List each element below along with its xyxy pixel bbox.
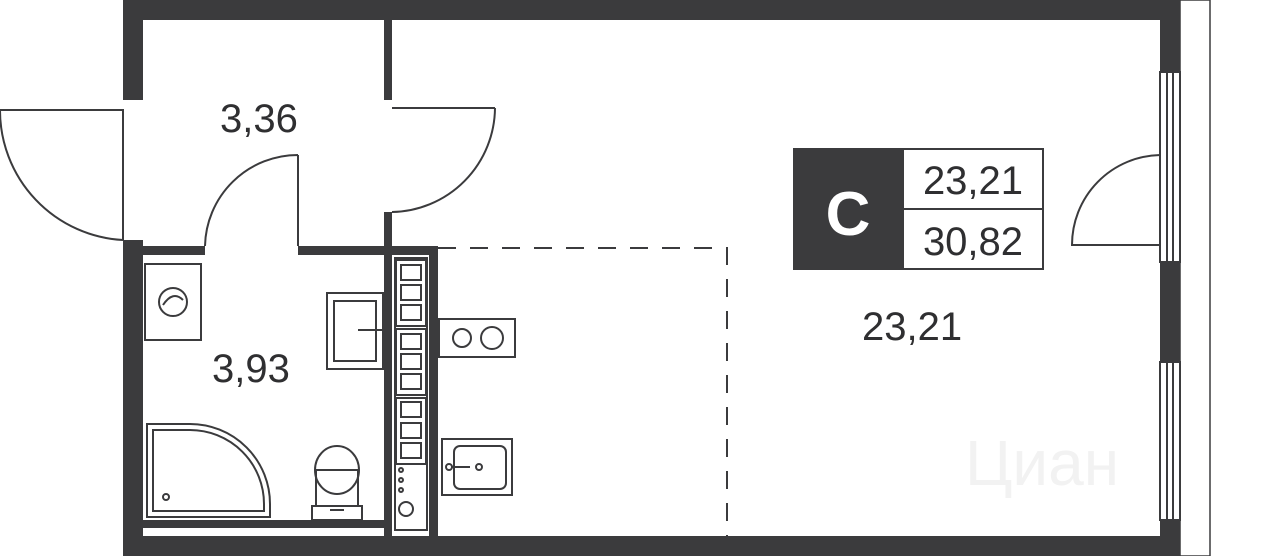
apartment-type-letter: С (826, 180, 871, 249)
apartment-legend: С 23,21 30,82 (793, 148, 1044, 270)
stove-icon (438, 318, 516, 358)
kitchen-sink-icon (441, 438, 513, 496)
watermark: Циан (965, 427, 1119, 499)
legend-living-area: 23,21 (923, 159, 1023, 203)
hallway-area-label: 3,36 (220, 97, 298, 141)
bathroom-door (204, 154, 299, 247)
balcony-door (1070, 154, 1161, 246)
toilet-icon (311, 445, 363, 521)
window-bottom (1159, 361, 1181, 521)
entrance-door (0, 109, 124, 241)
shower-icon (146, 423, 271, 518)
room-door (391, 107, 496, 213)
window-top (1159, 71, 1181, 263)
bathroom-area-label: 3,93 (212, 347, 290, 391)
kitchen-zone (438, 247, 728, 536)
outer-walls (123, 0, 1180, 556)
kitchen-cabinets (394, 257, 428, 531)
interior-walls (143, 20, 438, 536)
bathroom-sink-icon (326, 292, 384, 370)
living-area-label: 23,21 (862, 305, 962, 349)
balcony-outline (1179, 0, 1211, 556)
legend-total-area: 30,82 (923, 220, 1023, 264)
washing-machine-icon (144, 263, 202, 341)
